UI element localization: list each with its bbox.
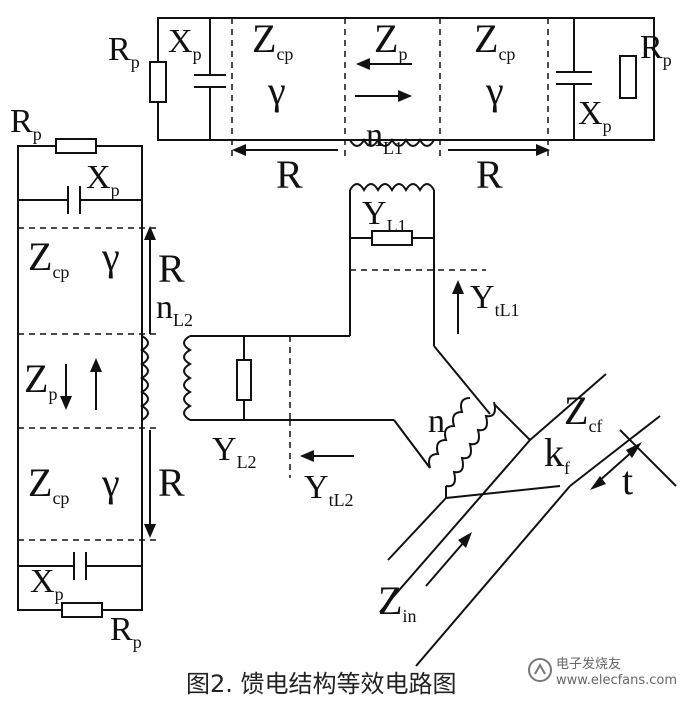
- feed-line-lower: [415, 485, 571, 667]
- n-primary-coil: [428, 397, 471, 469]
- watermark-brand: 电子发烧友: [556, 656, 621, 672]
- left-structure: [17, 138, 394, 618]
- yl1-label: YL1: [362, 195, 407, 236]
- left-top-rp-resistor: [55, 138, 97, 154]
- top-structure: [149, 17, 655, 336]
- top-left-r-label: R: [276, 152, 303, 197]
- top-left-zcp-label: Zcp: [252, 16, 293, 64]
- zin-arrow: [425, 541, 465, 587]
- kf-boundary-line: [569, 415, 661, 487]
- kf-label: kf: [544, 430, 570, 478]
- top-left-rp-label: Rp: [108, 31, 140, 72]
- top-left-xp-label: Xp: [168, 23, 202, 64]
- n-secondary-coil: [445, 401, 496, 488]
- left-lower-zcp-label: Zcp: [28, 460, 69, 508]
- left-top-rp-label: Rp: [10, 103, 42, 144]
- left-bottom-rp-label: Rp: [110, 611, 142, 652]
- nl1-secondary-coil: [349, 183, 435, 192]
- yl2-label: YL2: [212, 431, 257, 472]
- watermark-logo-icon: [528, 658, 552, 682]
- zin-label: Zin: [378, 578, 416, 626]
- top-left-rp-resistor: [149, 61, 167, 103]
- left-upper-r-label: R: [158, 246, 185, 291]
- top-right-rp-resistor: [619, 55, 637, 99]
- ytl1-label: YtL1: [470, 279, 520, 320]
- left-bottom-xp-label: Xp: [30, 563, 64, 604]
- nl2-label: nL2: [156, 289, 193, 330]
- feed-structure: [379, 310, 677, 667]
- left-bottom-rp-resistor: [61, 602, 103, 618]
- top-zp-label: Zp: [374, 16, 407, 64]
- left-upper-zcp-label: Zcp: [28, 234, 69, 282]
- t-arrow: [597, 449, 635, 483]
- ytl2-label: YtL2: [304, 469, 354, 510]
- left-lower-r-label: R: [158, 460, 185, 505]
- top-right-zcp-label: Zcp: [474, 16, 515, 64]
- top-right-xp-label: Xp: [578, 95, 612, 136]
- feed-line-upper: [379, 439, 531, 613]
- left-upper-gamma-label: γ: [101, 234, 120, 279]
- nl2-secondary-coil: [183, 335, 192, 421]
- zcf-label: Zcf: [564, 388, 602, 436]
- left-top-xp-label: Xp: [86, 159, 120, 200]
- nl2-primary-coil: [140, 335, 149, 421]
- figure-caption: 图2. 馈电结构等效电路图: [186, 670, 457, 698]
- watermark: 电子发烧友 www.elecfans.com: [528, 656, 677, 688]
- n-transformer-label: n: [428, 403, 445, 440]
- yl2-resistor: [236, 359, 252, 401]
- top-right-gamma-label: γ: [485, 68, 504, 113]
- zcf-line-top: [529, 373, 607, 441]
- t-label: t: [622, 458, 633, 503]
- watermark-url: www.elecfans.com: [556, 673, 677, 688]
- top-right-r-label: R: [476, 152, 503, 197]
- left-zp-label: Zp: [24, 356, 57, 404]
- left-lower-gamma-label: γ: [101, 460, 120, 505]
- nl1-primary-coil: [349, 138, 435, 147]
- top-right-rp-label: Rp: [640, 29, 672, 70]
- nl1-label: nL1: [366, 117, 403, 158]
- top-left-gamma-label: γ: [267, 68, 286, 113]
